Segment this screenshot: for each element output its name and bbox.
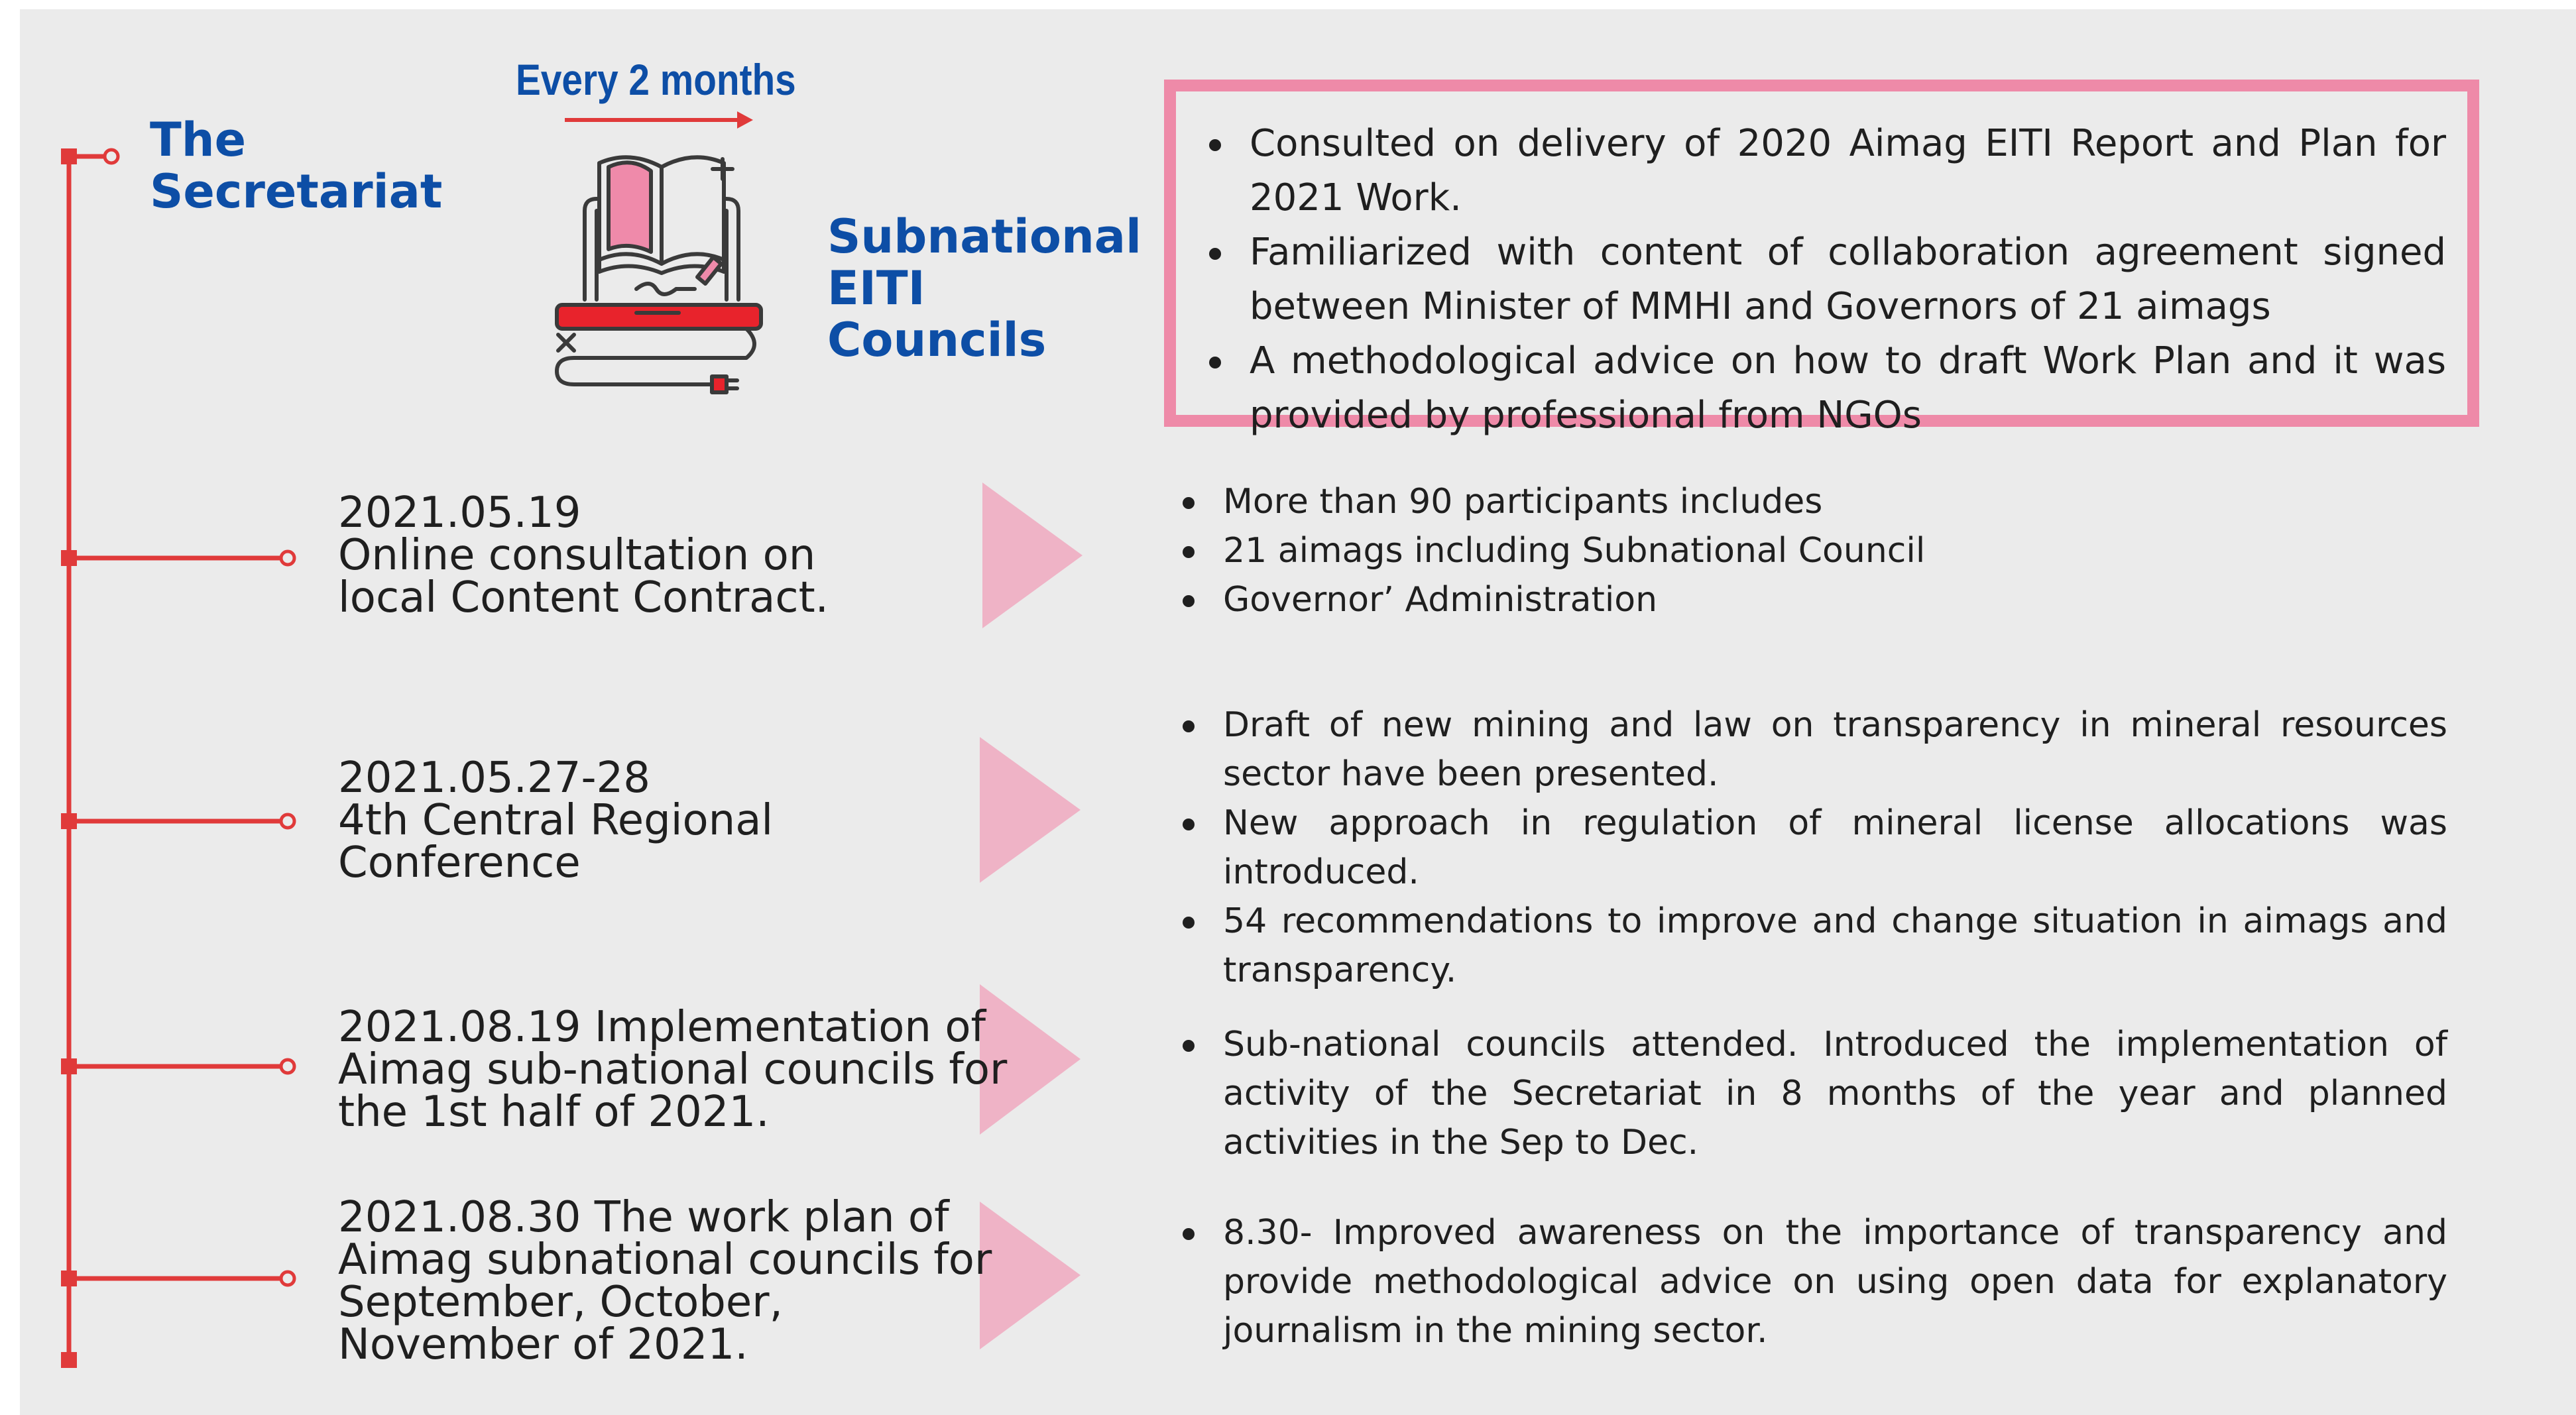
diagram-background <box>20 9 2576 1415</box>
event-label: 2021.08.30 The work plan of Aimag subnat… <box>338 1196 992 1366</box>
highlight-item: A methodological advice on how to draft … <box>1180 334 2446 443</box>
detail-item: Governor’ Administration <box>1153 575 2447 624</box>
timeline-connector-end <box>279 549 296 567</box>
councils-title-line: Subnational <box>827 209 1142 264</box>
councils-title: Subnational EITI Councils <box>827 211 1142 366</box>
timeline-node <box>61 1058 77 1074</box>
play-triangle-icon <box>980 984 1081 1135</box>
timeline-node <box>61 1271 77 1286</box>
frequency-label: Every 2 months <box>516 55 796 104</box>
event-text-line: 2021.05.19 <box>338 488 581 538</box>
event-text-line: November of 2021. <box>338 1320 748 1369</box>
event-details: More than 90 participants includes 21 ai… <box>1153 477 2447 624</box>
event-label: 2021.05.27-28 4th Central Regional Confe… <box>338 757 773 884</box>
event-text-line: 4th Central Regional <box>338 796 774 845</box>
event-text-line: the 1st half of 2021. <box>338 1088 770 1137</box>
councils-title-line: Councils <box>827 313 1047 367</box>
event-text-line: September, October, <box>338 1278 783 1327</box>
timeline-node <box>61 1352 77 1368</box>
detail-item: New approach in regulation of mineral li… <box>1153 799 2447 897</box>
detail-item: Draft of new mining and law on transpare… <box>1153 701 2447 799</box>
detail-item: 21 aimags including Subnational Council <box>1153 526 2447 575</box>
event-text-line: 2021.05.27-28 <box>338 754 650 803</box>
detail-item: 54 recommendations to improve and change… <box>1153 897 2447 995</box>
red-arrow-icon <box>565 111 753 129</box>
councils-title-line: EITI <box>827 261 925 315</box>
secretariat-title-line: The <box>150 113 247 167</box>
timeline-connector-end <box>279 1270 296 1287</box>
laptop-book-icon <box>555 155 763 394</box>
detail-item: More than 90 participants includes <box>1153 477 2447 526</box>
event-details: Draft of new mining and law on transpare… <box>1153 701 2447 995</box>
event-text-line: local Content Contract. <box>338 573 829 622</box>
event-text-line: 2021.08.30 The work plan of <box>338 1193 949 1242</box>
detail-item: 8.30- Improved awareness on the importan… <box>1153 1208 2447 1355</box>
play-triangle-icon <box>982 482 1083 628</box>
event-text-line: Aimag subnational councils for <box>338 1235 992 1284</box>
event-text-line: Online consultation on <box>338 531 816 580</box>
event-details: 8.30- Improved awareness on the importan… <box>1153 1208 2447 1355</box>
timeline-connector-end <box>279 1058 296 1075</box>
timeline-node <box>61 813 77 829</box>
highlight-list: Consulted on delivery of 2020 Aimag EITI… <box>1180 117 2446 443</box>
play-triangle-icon <box>980 737 1081 883</box>
timeline-connector-end <box>103 148 120 165</box>
event-label: 2021.08.19 Implementation of Aimag sub-n… <box>338 1006 1007 1133</box>
timeline-connector-end <box>279 813 296 830</box>
event-text-line: Aimag sub-national councils for <box>338 1045 1008 1094</box>
event-text-line: Conference <box>338 838 581 887</box>
highlight-item: Familiarized with content of collaborati… <box>1180 225 2446 334</box>
highlight-box <box>1164 80 2479 427</box>
highlight-item: Consulted on delivery of 2020 Aimag EITI… <box>1180 117 2446 225</box>
event-label: 2021.05.19 Online consultation on local … <box>338 492 829 619</box>
secretariat-title-line: Secretariat <box>150 164 443 219</box>
secretariat-title: The Secretariat <box>150 114 442 217</box>
event-text-line: 2021.08.19 Implementation of <box>338 1003 986 1052</box>
timeline-node <box>61 550 77 566</box>
timeline-node <box>61 148 77 164</box>
event-details: Sub-national councils attended. Introduc… <box>1153 1020 2447 1167</box>
play-triangle-icon <box>980 1202 1081 1349</box>
detail-item: Sub-national councils attended. Introduc… <box>1153 1020 2447 1167</box>
